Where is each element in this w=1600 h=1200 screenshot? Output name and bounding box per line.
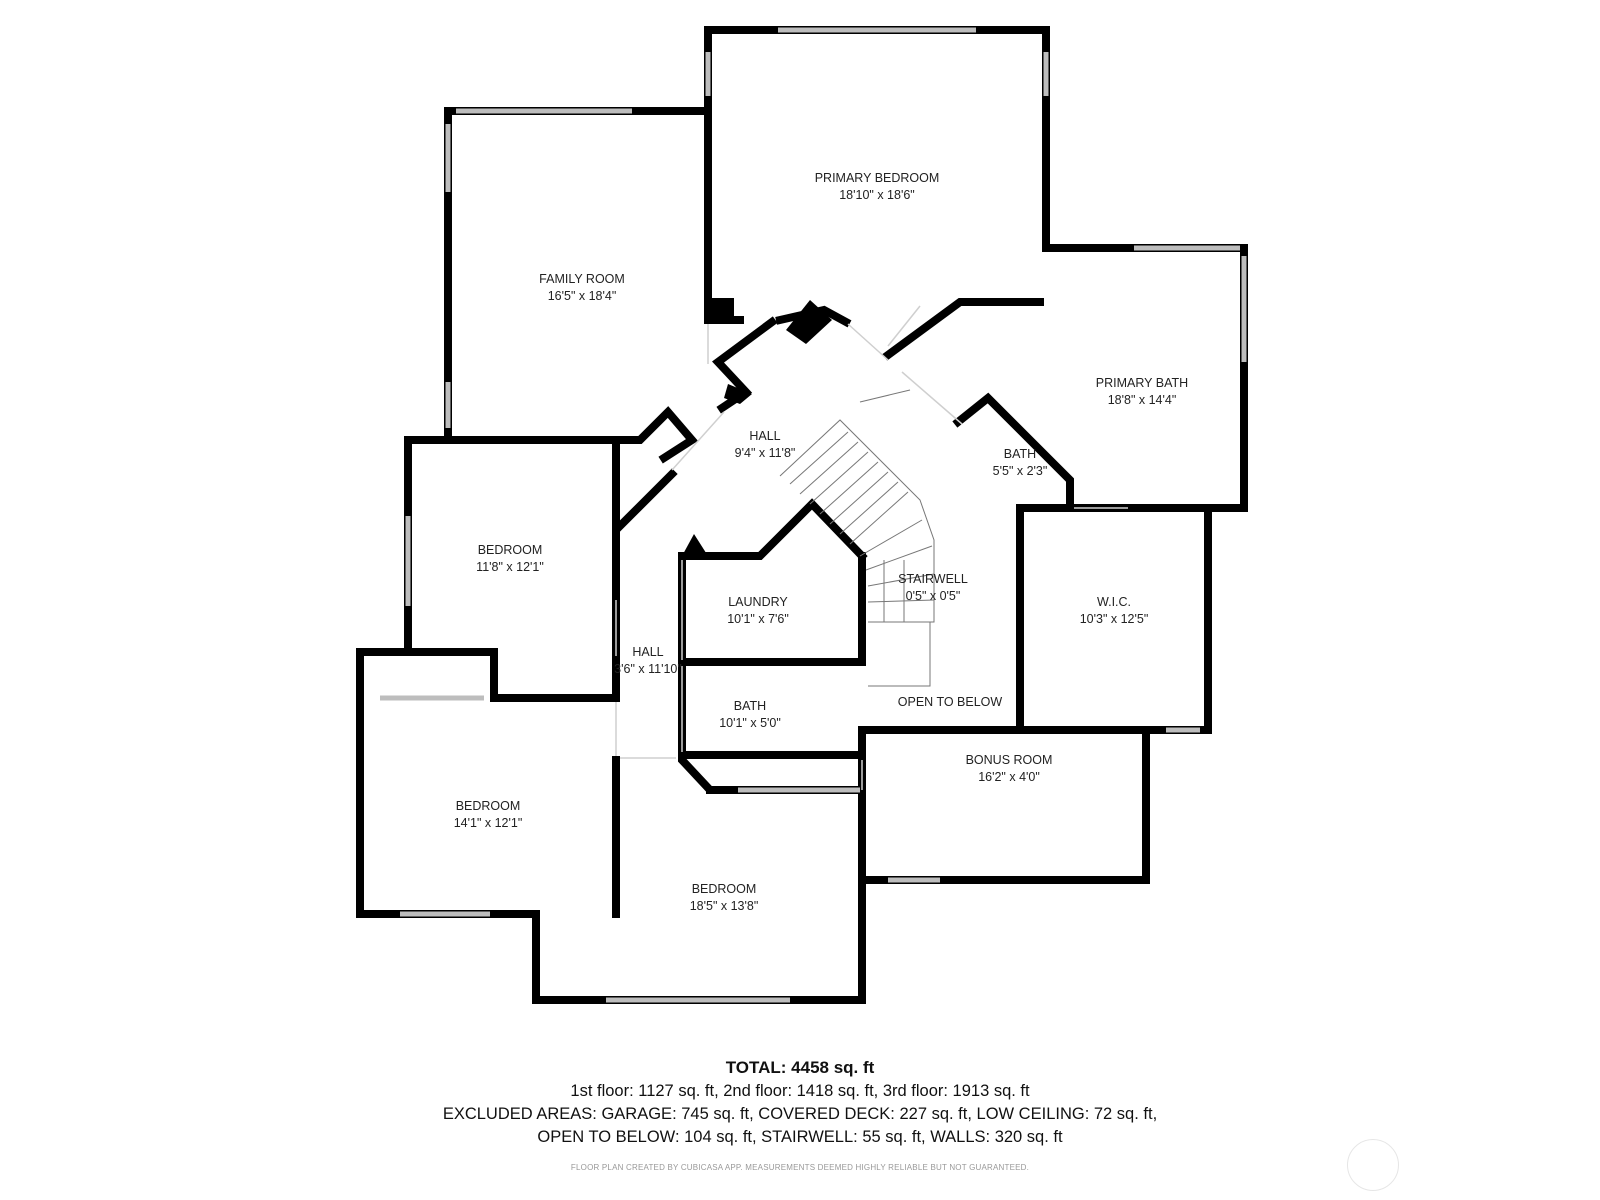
room-name: PRIMARY BEDROOM: [815, 171, 940, 185]
room-dims: 10'1" x 7'6": [727, 612, 789, 626]
room-dims: 10'3" x 12'5": [1080, 612, 1149, 626]
room-name: STAIRWELL: [898, 572, 968, 586]
room-dims: 18'8" x 14'4": [1108, 393, 1177, 407]
room-dims: 3'6" x 11'10": [614, 662, 682, 676]
windows: [380, 27, 1247, 1003]
room-labels: PRIMARY BEDROOM 18'10" x 18'6" FAMILY RO…: [454, 171, 1188, 913]
total-area: TOTAL: 4458 sq. ft: [725, 1058, 875, 1077]
room-name: BATH: [734, 699, 766, 713]
room-dims: 18'5" x 13'8": [690, 899, 759, 913]
room-name: HALL: [632, 645, 663, 659]
room-name: OPEN TO BELOW: [898, 695, 1003, 709]
excluded-areas-line-2: OPEN TO BELOW: 104 sq. ft, STAIRWELL: 55…: [537, 1128, 1063, 1146]
doors: [615, 305, 1128, 790]
room-dims: 10'1" x 5'0": [719, 716, 781, 730]
room-name: W.I.C.: [1097, 595, 1131, 609]
disclaimer: FLOOR PLAN CREATED BY CUBICASA APP. MEAS…: [570, 1163, 1030, 1172]
room-dims: 11'8" x 12'1": [476, 560, 544, 574]
room-name: BEDROOM: [692, 882, 757, 896]
room-dims: 0'5" x 0'5": [906, 589, 961, 603]
room-name: LAUNDRY: [728, 595, 788, 609]
staircase: [779, 389, 935, 687]
watermark-logo: [1347, 1139, 1399, 1191]
room-name: PRIMARY BATH: [1096, 376, 1188, 390]
room-name: FAMILY ROOM: [539, 272, 625, 286]
room-dims: 5'5" x 2'3": [993, 464, 1048, 478]
room-dims: 18'10" x 18'6": [839, 188, 915, 202]
room-dims: 9'4" x 11'8": [735, 446, 796, 460]
room-name: HALL: [749, 429, 780, 443]
floor-areas: 1st floor: 1127 sq. ft, 2nd floor: 1418 …: [570, 1082, 1030, 1100]
walls: [356, 26, 1248, 1004]
room-dims: 14'1" x 12'1": [454, 816, 523, 830]
wall-blocks: [682, 298, 832, 556]
excluded-areas-line-1: EXCLUDED AREAS: GARAGE: 745 sq. ft, COVE…: [442, 1105, 1158, 1123]
room-name: BONUS ROOM: [966, 753, 1053, 767]
room-name: BEDROOM: [478, 543, 543, 557]
room-name: BEDROOM: [456, 799, 521, 813]
room-dims: 16'5" x 18'4": [548, 289, 617, 303]
room-dims: 16'2" x 4'0": [978, 770, 1040, 784]
room-name: BATH: [1004, 447, 1036, 461]
